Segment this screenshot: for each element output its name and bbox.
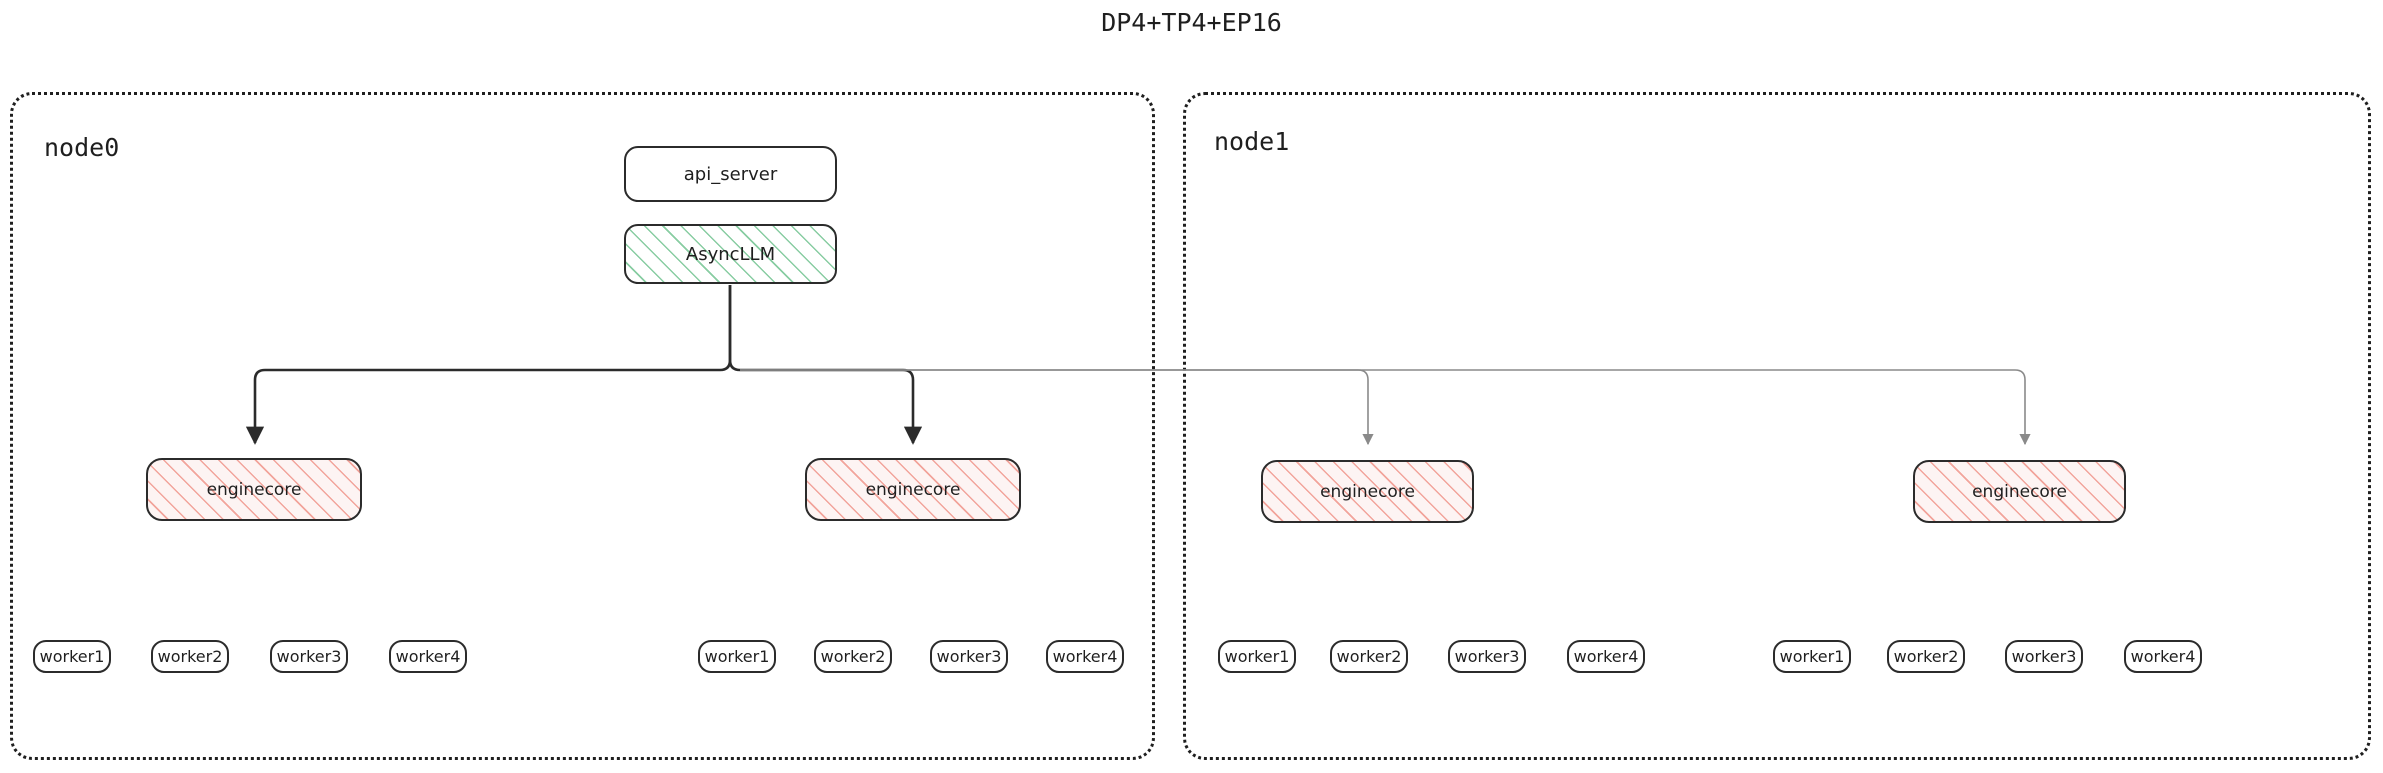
worker-box-node0-g1-4[interactable]: worker4 <box>389 640 467 673</box>
async-llm-box[interactable]: AsyncLLM <box>624 224 837 284</box>
node-label-node1: node1 <box>1214 127 1290 156</box>
worker-box-node1-g1-2[interactable]: worker2 <box>1330 640 1408 673</box>
worker-box-node0-g2-3[interactable]: worker3 <box>930 640 1008 673</box>
enginecore-box-node1-1[interactable]: enginecore <box>1261 460 1474 523</box>
worker-box-node1-g2-3[interactable]: worker3 <box>2005 640 2083 673</box>
worker-box-node0-g2-4[interactable]: worker4 <box>1046 640 1124 673</box>
worker-box-node1-g2-1[interactable]: worker1 <box>1773 640 1851 673</box>
worker-box-node1-g2-2[interactable]: worker2 <box>1887 640 1965 673</box>
worker-box-node0-g1-1[interactable]: worker1 <box>33 640 111 673</box>
enginecore-box-node0-1[interactable]: enginecore <box>146 458 362 521</box>
worker-box-node1-g1-3[interactable]: worker3 <box>1448 640 1526 673</box>
enginecore-box-node0-2[interactable]: enginecore <box>805 458 1021 521</box>
worker-box-node0-g2-2[interactable]: worker2 <box>814 640 892 673</box>
worker-box-node0-g2-1[interactable]: worker1 <box>698 640 776 673</box>
worker-box-node0-g1-2[interactable]: worker2 <box>151 640 229 673</box>
worker-box-node1-g1-1[interactable]: worker1 <box>1218 640 1296 673</box>
worker-box-node1-g1-4[interactable]: worker4 <box>1567 640 1645 673</box>
page-title: DP4+TP4+EP16 <box>1101 8 1282 37</box>
enginecore-box-node1-2[interactable]: enginecore <box>1913 460 2126 523</box>
worker-box-node0-g1-3[interactable]: worker3 <box>270 640 348 673</box>
worker-box-node1-g2-4[interactable]: worker4 <box>2124 640 2202 673</box>
node-label-node0: node0 <box>44 133 120 162</box>
api-server-box[interactable]: api_server <box>624 146 837 202</box>
